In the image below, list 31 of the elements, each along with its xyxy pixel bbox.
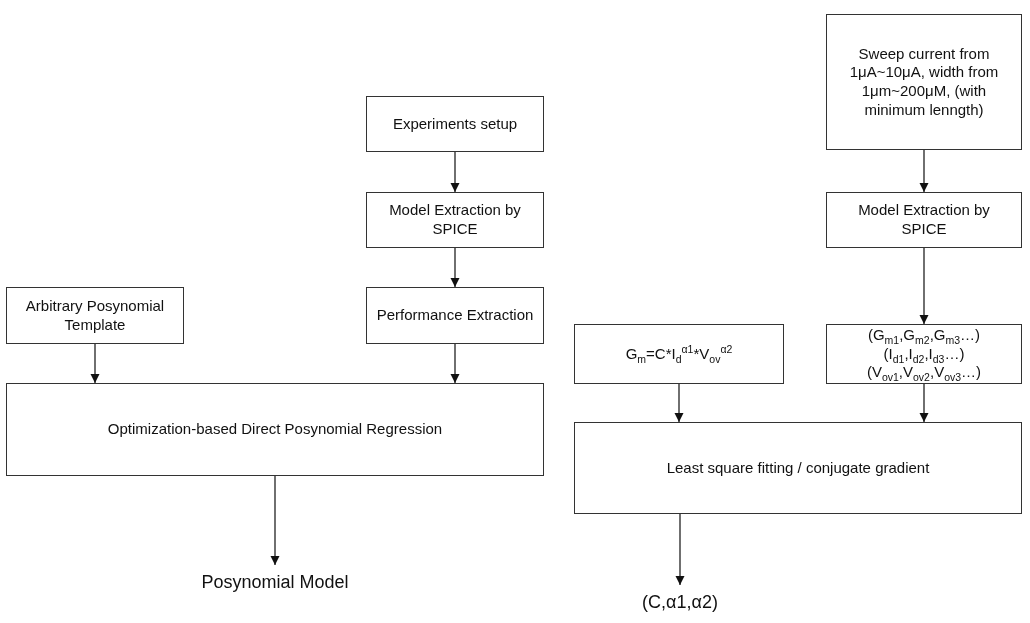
process-box [366,192,544,248]
arrow [919,149,929,193]
box-text: Arbitrary Posynomial Template [24,296,166,335]
box-text: Model Extraction by SPICE [857,201,991,239]
box-text: Least square fitting / conjugate gradient [666,458,930,478]
process-box [6,383,544,476]
arrow [450,343,460,384]
box-text: Model Extraction by SPICE [388,201,522,239]
arrow [450,247,460,288]
output-text: (C,α1,α2) [610,585,750,619]
process-box [574,324,784,384]
process-box [574,422,1022,514]
process-box [826,14,1022,150]
arrow [90,343,100,384]
arrow [450,151,460,193]
process-box [366,287,544,344]
arrow [674,383,684,423]
box-text: Optimization-based Direct Posynomial Regression [107,420,443,439]
arrow [919,247,929,325]
process-box [6,287,184,344]
box-text: Sweep current from 1μA~10μA, width from 1μm~200μM, (with minimum lenngth) [848,44,1000,120]
process-box [826,324,1022,384]
box-text: (G$_{m1}$,G$_{m2}$,G$_{m3}$…) (I$_{d1}$,I$_{d2}$,I$_{d3}$…) (V$_{ov1}$,V$_{ov2}$,V$_{ov3}$…) [865,325,983,383]
box-text: Performance Extraction [376,306,534,325]
process-box [366,96,544,152]
arrow [675,513,685,586]
output-text: Posynomial Model [185,565,365,599]
arrow [919,383,929,423]
arrow [270,475,280,566]
process-box [826,192,1022,248]
box-text: Experiments setup [392,114,518,134]
